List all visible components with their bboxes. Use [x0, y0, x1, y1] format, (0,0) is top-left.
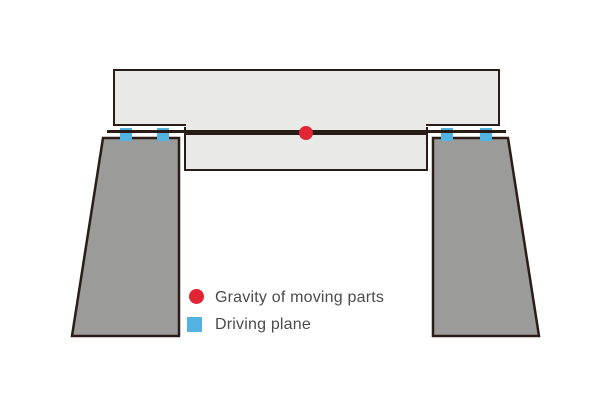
left-column	[70, 136, 181, 338]
gravity-center-marker	[299, 126, 313, 140]
guide-rail-left	[107, 130, 186, 133]
guide-rail-right	[426, 130, 506, 133]
right-column	[431, 136, 541, 338]
crossbeam	[113, 69, 500, 126]
